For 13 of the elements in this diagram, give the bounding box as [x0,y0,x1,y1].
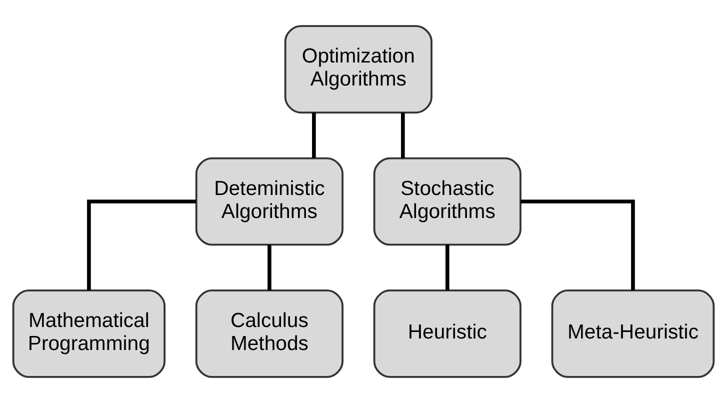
connector [445,244,450,290]
node-box: Mathematical Programming [12,290,166,378]
connector [520,200,635,290]
node-box: Optimization Algorithms [284,25,432,114]
connector [268,244,272,290]
connector [401,112,405,158]
node-box: Deteministic Algorithms [195,157,344,246]
node-box: Stochastic Algorithms [373,157,522,246]
node-box: Calculus Methods [195,290,344,378]
node-box: Meta-Heuristic [551,290,715,378]
connector [87,200,196,290]
connector [312,112,316,158]
node-box: Heuristic [373,290,522,378]
